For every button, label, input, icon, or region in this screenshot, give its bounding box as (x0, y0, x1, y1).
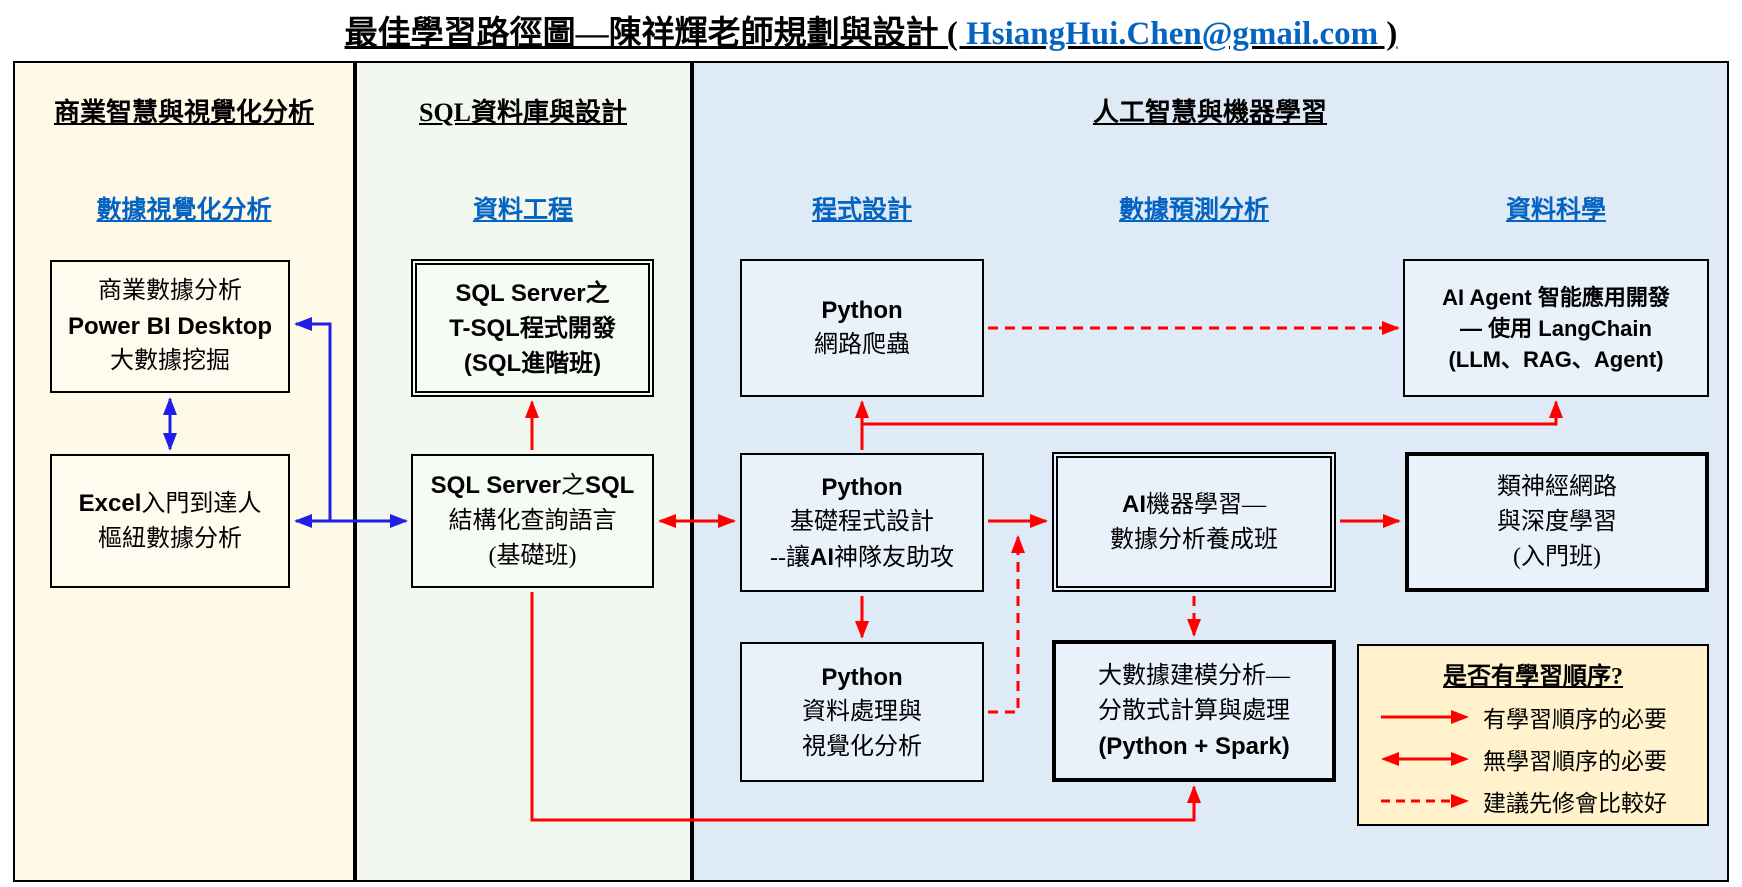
course-line: Power BI Desktop (67, 313, 273, 340)
course-line: SQL Server之SQL (431, 468, 635, 504)
course-line: 商業數據分析 (98, 278, 242, 304)
legend-item: 建議先修會比較好 (1377, 786, 1667, 816)
subheader-data-engineering-link[interactable]: 資料工程 (472, 197, 574, 224)
panel-sql-header: SQL資料庫與設計 (418, 98, 628, 127)
subheader-data-visualization-link[interactable]: 數據視覺化分析 (96, 197, 272, 224)
course-box-python-basic: Python 基礎程式設計 --讓AI神隊友助攻 (740, 453, 984, 592)
course-line-text: SQL Server (430, 472, 561, 499)
course-line-text: 機器學習— (1146, 491, 1266, 518)
email-link[interactable]: HsiangHui.Chen@gmail.com (966, 16, 1379, 52)
course-line: Python (821, 663, 903, 691)
legend-item: 無學習順序的必要 (1377, 744, 1667, 774)
course-line: 與深度學習 (1497, 508, 1617, 535)
course-line: (LLM、RAG、Agent) (1448, 346, 1664, 372)
course-line: 視覺化分析 (802, 733, 922, 760)
course-line: — 使用 LangChain (1460, 315, 1652, 341)
legend-item-label: 建議先修會比較好 (1483, 791, 1667, 816)
course-line-text: AI (1122, 490, 1146, 518)
dashed-arrow-icon (1381, 794, 1469, 808)
course-line: 分散式計算與處理 (1098, 697, 1290, 724)
course-box-powerbi: 商業數據分析 Power BI Desktop 大數據挖掘 (50, 260, 290, 393)
course-line: 數據分析養成班 (1110, 526, 1278, 553)
legend-item-label: 有學習順序的必要 (1483, 707, 1667, 732)
course-box-excel: Excel入門到達人 樞紐數據分析 (50, 454, 290, 588)
course-line: 大數據建模分析— (1098, 662, 1290, 689)
course-line-text: 入門到達人 (141, 490, 262, 517)
course-box-ai-machine-learning: AI機器學習— 數據分析養成班 (1052, 452, 1336, 592)
title-prefix: 最佳學習路徑圖—陳祥輝老師規劃與設計 ( (344, 16, 967, 52)
course-box-sql-basic: SQL Server之SQL 結構化查詢語言 (基礎班) (411, 454, 654, 588)
course-line-text: Excel (78, 489, 142, 517)
subheader-programming-link[interactable]: 程式設計 (811, 197, 913, 224)
course-box-big-data: 大數據建模分析— 分散式計算與處理 (Python + Spark) (1052, 640, 1336, 782)
course-box-python-crawler: Python 網路爬蟲 (740, 259, 984, 397)
course-line: AI Agent 智能應用開發 (1442, 284, 1670, 310)
panel-ai-header: 人工智慧與機器學習 (1092, 98, 1328, 127)
course-line: 資料處理與 (802, 698, 922, 725)
course-line-text: SQL (584, 472, 635, 499)
legend-title: 是否有學習順序? (1443, 664, 1623, 690)
legend-item: 有學習順序的必要 (1377, 702, 1667, 732)
course-line: AI機器學習— (1122, 487, 1266, 523)
course-line: Python (821, 297, 903, 324)
course-line: (基礎班) (488, 543, 577, 569)
page-title: 最佳學習路徑圖—陳祥輝老師規劃與設計 ( HsiangHui.Chen@gmai… (0, 6, 1742, 54)
course-line: 類神經網路 (1497, 473, 1617, 500)
course-line: (Python + Spark) (1098, 732, 1290, 760)
course-box-ai-agent: AI Agent 智能應用開發 — 使用 LangChain (LLM、RAG、… (1403, 259, 1709, 397)
course-box-python-data: Python 資料處理與 視覺化分析 (740, 642, 984, 782)
legend-box: 是否有學習順序? 有學習順序的必要 無學習順序的必要 建議先修會比較好 (1357, 644, 1709, 826)
course-line-text: AI (809, 543, 834, 571)
title-suffix: ) (1378, 16, 1398, 52)
course-line-text: 神隊友助攻 (833, 544, 954, 571)
course-line: (入門班) (1513, 543, 1601, 570)
subheader-predictive-analytics-link[interactable]: 數據預測分析 (1118, 197, 1270, 224)
double-arrow-icon (1381, 752, 1469, 766)
legend-item-label: 無學習順序的必要 (1483, 749, 1667, 774)
panel-bi-header: 商業智慧與視覺化分析 (53, 98, 315, 127)
subheader-data-science-link[interactable]: 資料科學 (1505, 197, 1607, 224)
course-line: Python (821, 473, 903, 501)
solid-arrow-icon (1381, 710, 1469, 724)
course-line: 網路爬蟲 (814, 332, 910, 358)
course-line: 大數據挖掘 (110, 348, 230, 374)
course-line: 基礎程式設計 (790, 508, 934, 535)
course-line: 樞紐數據分析 (98, 525, 242, 552)
course-line: 結構化查詢語言 (448, 508, 617, 534)
course-line-text: --讓 (770, 544, 810, 571)
course-line: --讓AI神隊友助攻 (770, 540, 954, 576)
course-box-neural-network: 類神經網路 與深度學習 (入門班) (1405, 452, 1709, 592)
course-box-tsql: SQL Server之 T-SQL程式開發 (SQL進階班) (411, 259, 654, 397)
course-line: SQL Server之 (455, 279, 610, 307)
course-line: Excel入門到達人 (79, 486, 262, 522)
course-line-text: 之 (560, 473, 585, 499)
course-line: T-SQL程式開發 (449, 314, 616, 342)
course-line: (SQL進階班) (463, 349, 602, 377)
